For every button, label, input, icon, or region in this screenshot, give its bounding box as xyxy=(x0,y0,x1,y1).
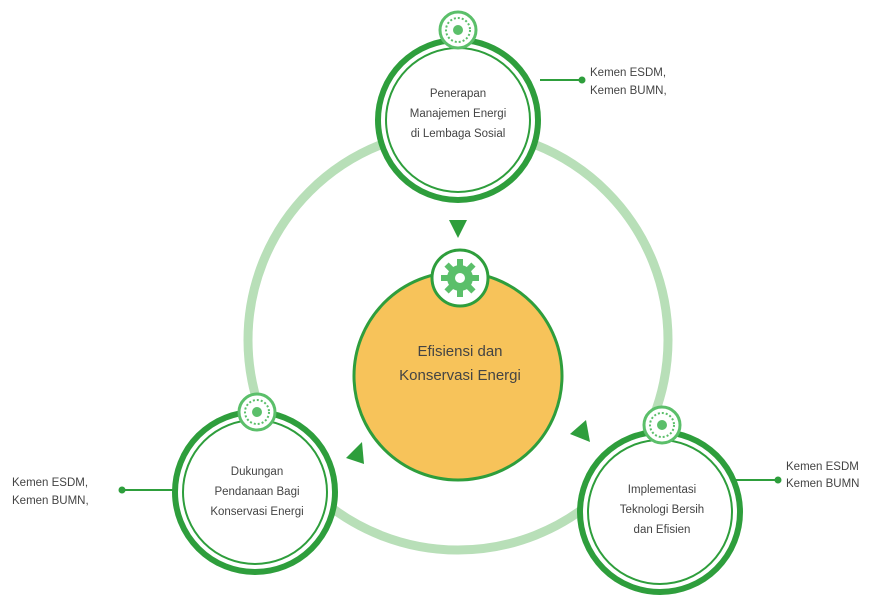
node-top-line1: Penerapan xyxy=(430,88,486,100)
node-right-connector-dot xyxy=(774,476,782,484)
node-bottom-right: Implementasi Teknologi Bersih dan Efisie… xyxy=(577,405,860,595)
node-left-line2: Pendanaan Bagi xyxy=(214,486,299,498)
node-top-stakeholder2: Kemen BUMN, xyxy=(590,85,667,97)
node-right-line2: Teknologi Bersih xyxy=(620,504,704,516)
arrow-left xyxy=(346,442,364,464)
node-top-stakeholder1: Kemen ESDM, xyxy=(590,67,666,79)
node-top-line2: Manajemen Energi xyxy=(410,108,507,120)
node-left-stakeholder1: Kemen ESDM, xyxy=(12,477,88,489)
node-left-line1: Dukungan xyxy=(231,466,283,478)
node-left-connector-dot xyxy=(118,486,126,494)
node-top-connector-dot xyxy=(578,76,586,84)
center-label-line1: Efisiensi dan xyxy=(417,343,502,360)
node-right-stakeholder2: Kemen BUMN xyxy=(786,478,860,490)
node-right-stakeholder1: Kemen ESDM xyxy=(786,461,859,473)
node-bottom-left: Dukungan Pendanaan Bagi Konservasi Energ… xyxy=(12,392,338,575)
center-label-line2: Konservasi Energi xyxy=(399,367,521,384)
sun-badge-icon xyxy=(642,405,682,445)
arrow-top xyxy=(449,220,467,238)
gear-icon xyxy=(441,259,479,297)
node-top-line3: di Lembaga Sosial xyxy=(411,128,506,140)
arrow-right xyxy=(570,420,590,442)
node-right-line3: dan Efisien xyxy=(634,524,691,536)
node-left-line3: Konservasi Energi xyxy=(210,506,303,518)
node-top: Penerapan Manajemen Energi di Lembaga So… xyxy=(375,10,667,203)
node-right-line1: Implementasi xyxy=(628,484,696,496)
node-left-stakeholder2: Kemen BUMN, xyxy=(12,495,89,507)
center-node: Efisiensi dan Konservasi Energi xyxy=(352,248,564,482)
sun-badge-icon xyxy=(438,10,478,50)
sun-badge-icon xyxy=(237,392,277,432)
